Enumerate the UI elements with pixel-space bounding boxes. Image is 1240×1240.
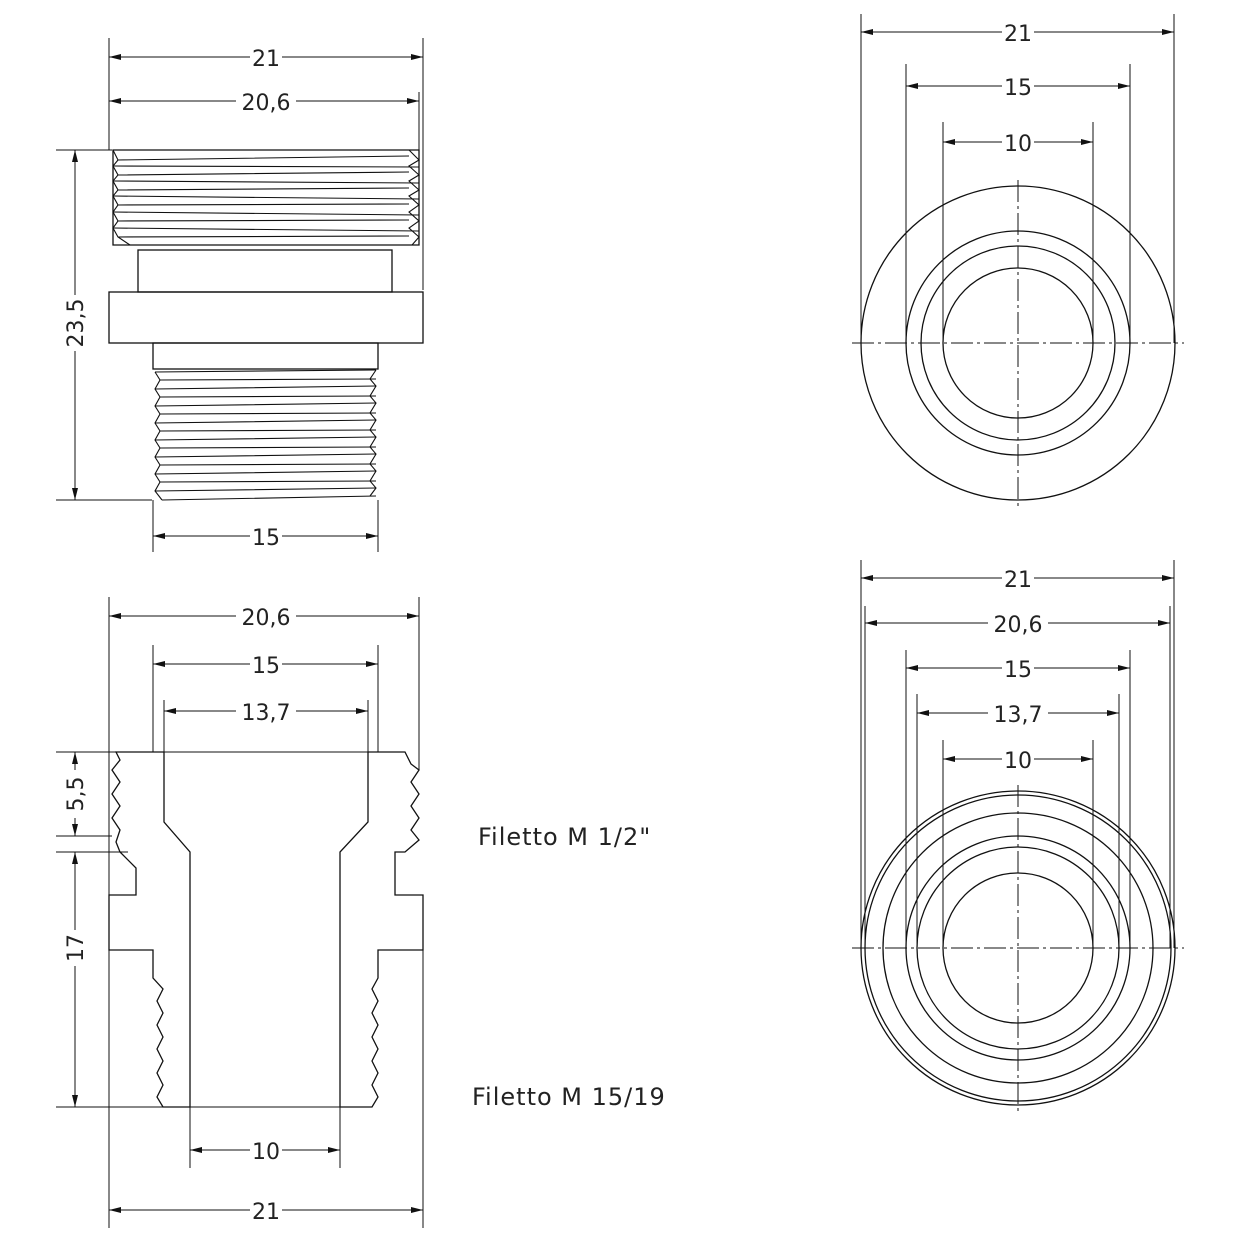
dim-section-inner-top: 13,7 <box>242 701 291 726</box>
dim-section-mid: 15 <box>252 654 280 679</box>
right-wall-section <box>339 751 424 1108</box>
dim-top-outer: 21 <box>1004 22 1032 47</box>
dim-section-overall: 21 <box>252 1200 280 1225</box>
dim-section-lower-height: 17 <box>64 934 89 962</box>
dim-side-top-outer: 21 <box>252 47 280 72</box>
dim-side-top-thread: 20,6 <box>242 91 291 116</box>
dim-bottom-outer: 21 <box>1004 568 1032 593</box>
dim-bottom-thread: 20,6 <box>994 613 1043 638</box>
label-lower-thread: Filetto M 15/19 <box>472 1083 666 1111</box>
dim-side-height: 23,5 <box>64 299 89 348</box>
dim-side-bottom-thread: 15 <box>252 526 280 551</box>
dim-top-inner: 10 <box>1004 132 1032 157</box>
section-view: 20,6 15 13,7 5,5 17 10 21 Filetto M 1/2"… <box>56 597 666 1228</box>
dim-bottom-inner-top: 13,7 <box>994 703 1043 728</box>
dim-section-bore: 10 <box>252 1140 280 1165</box>
bottom-view: 21 20,6 15 13,7 10 <box>852 560 1184 1113</box>
top-view: 21 15 10 <box>852 14 1184 508</box>
dim-section-upper-height: 5,5 <box>64 777 89 812</box>
upper-thread <box>112 149 420 246</box>
dim-bottom-bore: 10 <box>1004 749 1032 774</box>
label-upper-thread: Filetto M 1/2" <box>478 823 651 851</box>
lower-thread <box>154 369 377 501</box>
dim-section-thread-outer: 20,6 <box>242 606 291 631</box>
dim-bottom-mid: 15 <box>1004 658 1032 683</box>
dim-top-mid: 15 <box>1004 76 1032 101</box>
left-wall-section <box>108 751 191 1108</box>
side-view: 21 20,6 23,5 15 <box>56 38 424 552</box>
